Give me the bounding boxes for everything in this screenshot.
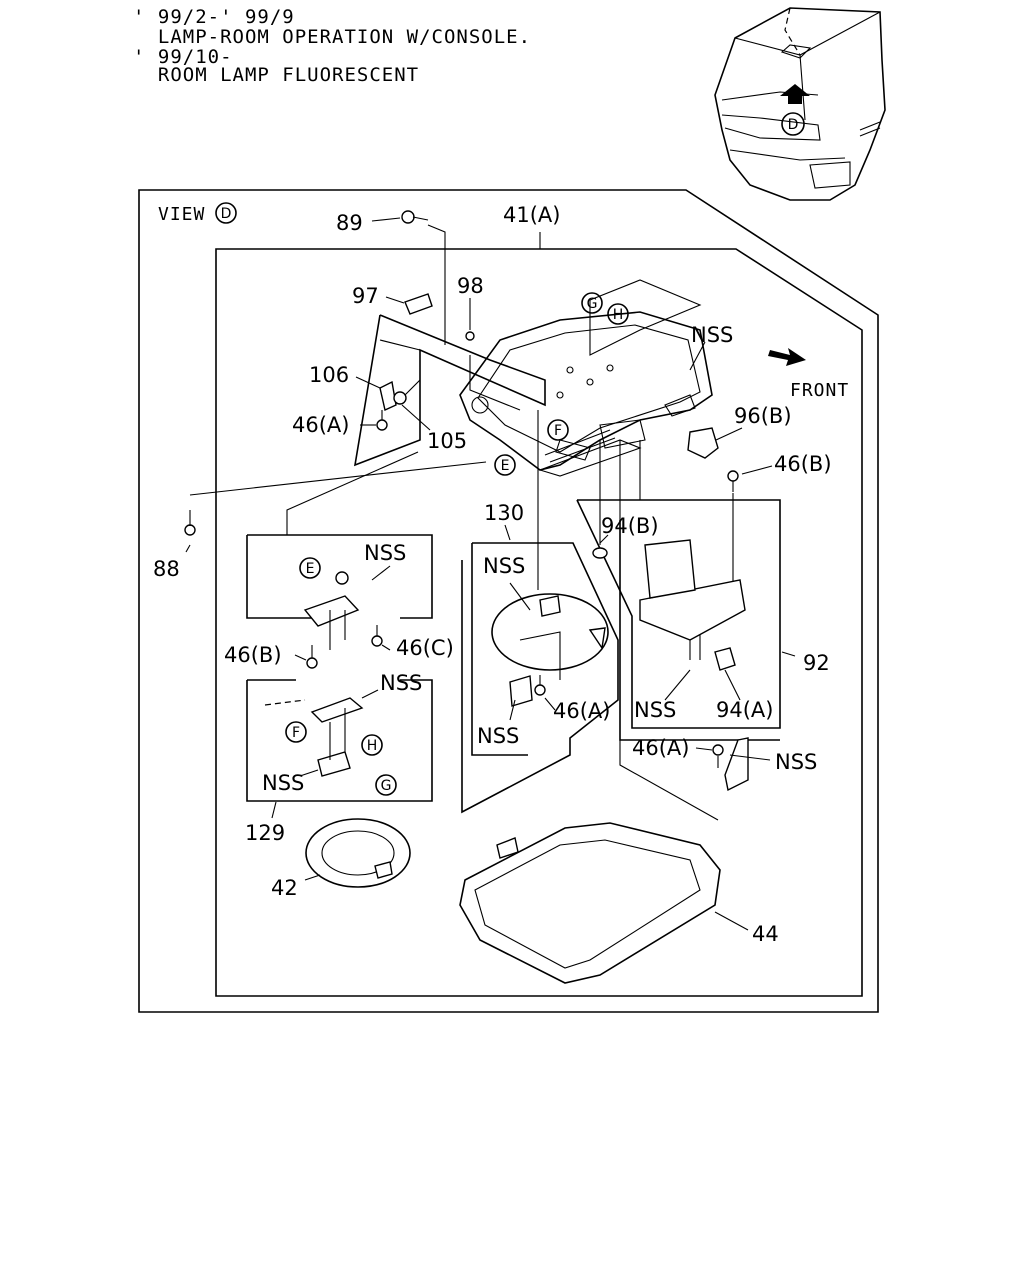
mounting-plate — [353, 314, 546, 467]
ref-f-left: F — [285, 721, 307, 743]
ref-e-left: E — [299, 557, 321, 579]
label-nss-8: NSS — [262, 771, 304, 795]
ref-h-left: H — [361, 734, 383, 756]
ref-g-left: G — [375, 774, 397, 796]
svg-text:E: E — [306, 561, 315, 577]
inset-view-d-letter: D — [788, 117, 799, 133]
label-94a: 94(A) — [716, 698, 773, 722]
ref-e-top: E — [494, 454, 516, 476]
front-label: FRONT — [790, 380, 849, 401]
label-89: 89 — [336, 211, 363, 235]
ref-g-top: G — [581, 292, 603, 314]
overhead-console-assembly — [459, 311, 713, 477]
label-88: 88 — [153, 557, 180, 581]
label-94b: 94(B) — [601, 514, 659, 538]
svg-text:F: F — [554, 423, 562, 439]
view-d-marker — [215, 202, 237, 224]
switch-bracket-lower — [310, 697, 364, 777]
label-nss-4: NSS — [380, 671, 422, 695]
label-46b-1: 46(B) — [774, 452, 832, 476]
screw-46c-icon — [371, 625, 383, 647]
label-46a-2: 46(A) — [553, 699, 610, 723]
ref-h-top: H — [607, 303, 629, 325]
screw-88-icon — [184, 510, 196, 536]
label-44: 44 — [752, 922, 779, 946]
switch-panel-92 — [639, 539, 746, 671]
box-129-lower — [246, 679, 433, 802]
label-nss-2: NSS — [364, 541, 406, 565]
cab-inset-illustration — [714, 7, 886, 201]
label-41a: 41(A) — [503, 203, 560, 227]
view-d-letter: D — [221, 206, 232, 222]
switch-bracket-upper — [303, 571, 360, 650]
svg-text:G: G — [381, 778, 392, 794]
label-130: 130 — [484, 501, 524, 525]
label-nss-1: NSS — [691, 323, 733, 347]
label-129: 129 — [245, 821, 285, 845]
outer-frame — [138, 189, 879, 1013]
label-46c: 46(C) — [396, 636, 454, 660]
svg-text:H: H — [367, 738, 378, 754]
inner-frame-41a — [215, 248, 863, 997]
bracket-96b-icon — [687, 427, 719, 459]
label-nss-6: NSS — [477, 724, 519, 748]
header-line-2: LAMP-ROOM OPERATION W/CONSOLE. — [133, 26, 532, 48]
label-106: 106 — [309, 363, 349, 387]
label-nss-5: NSS — [634, 698, 676, 722]
header-line-3: ' 99/10- — [133, 46, 233, 68]
box-92-outer — [576, 499, 781, 729]
svg-text:F: F — [292, 725, 300, 741]
label-42: 42 — [271, 876, 298, 900]
label-nss-3: NSS — [483, 554, 525, 578]
box-130 — [461, 542, 619, 814]
fluorescent-tube-42 — [305, 818, 411, 888]
inset-view-d-marker — [781, 112, 805, 136]
label-98: 98 — [457, 274, 484, 298]
screw-46a-icon — [376, 410, 388, 431]
label-92: 92 — [803, 651, 830, 675]
screw-46a-center-icon — [534, 675, 546, 696]
label-46a-3: 46(A) — [632, 736, 689, 760]
bracket-nss-right — [724, 737, 749, 792]
label-97: 97 — [352, 284, 379, 308]
view-label: VIEW — [158, 204, 205, 225]
box-129-upper — [246, 534, 433, 619]
grommet-94b-icon — [592, 547, 608, 559]
bulb-106-icon — [379, 380, 397, 411]
screw-46a-right-icon — [712, 744, 724, 768]
header-line-1: ' 99/2-' 99/9 — [133, 6, 295, 28]
label-46b-2: 46(B) — [224, 643, 282, 667]
socket-105-icon — [393, 379, 421, 405]
front-arrow-icon — [768, 348, 806, 366]
screw-46b-icon — [727, 470, 739, 492]
lens-44 — [459, 822, 721, 984]
label-96b: 96(B) — [734, 404, 792, 428]
svg-text:G: G — [587, 296, 598, 312]
label-nss-7: NSS — [775, 750, 817, 774]
svg-text:H: H — [613, 307, 624, 323]
nut-98-icon — [465, 331, 475, 341]
label-105: 105 — [427, 429, 467, 453]
screw-89-icon — [401, 210, 429, 224]
screw-46b-lower-icon — [306, 645, 318, 669]
svg-text:E: E — [501, 458, 510, 474]
header-line-4: ROOM LAMP FLUORESCENT — [133, 64, 420, 86]
label-46a-1: 46(A) — [292, 413, 349, 437]
lamp-socket-plate — [491, 593, 609, 707]
ref-f-top: F — [547, 419, 569, 441]
clip-97-icon — [404, 293, 433, 315]
